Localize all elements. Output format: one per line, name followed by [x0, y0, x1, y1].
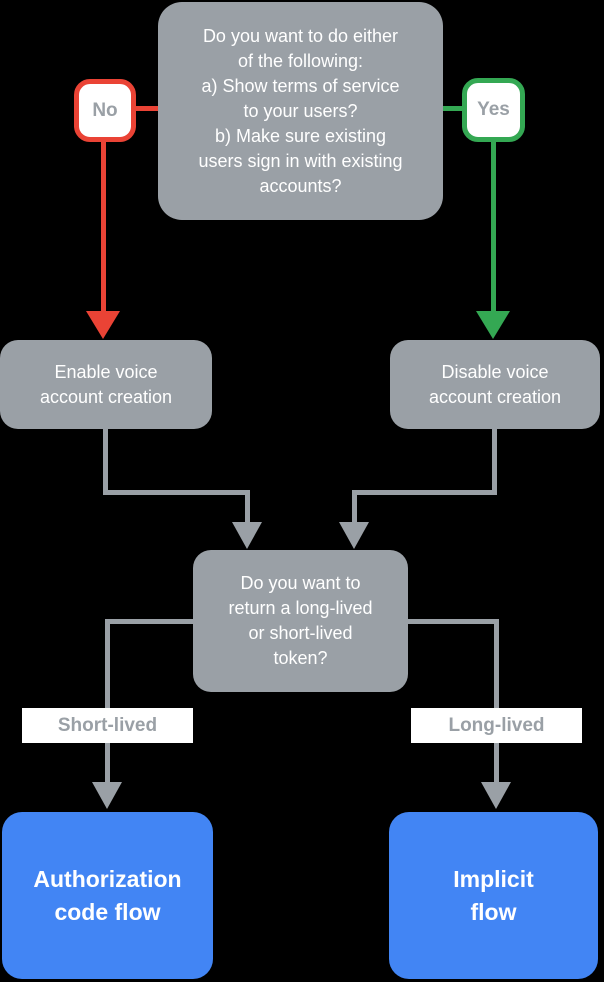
label-long-lived: Long-lived [411, 708, 582, 743]
node-disable-voice-account-creation: Disable voice account creation [390, 340, 600, 429]
edge-disable-down [492, 429, 497, 495]
edge-short-lived-vertical [105, 619, 110, 784]
node-disable-text: Disable voice account creation [428, 361, 562, 407]
arrowhead-down-red-icon [86, 311, 120, 339]
node-enable-voice-account-creation: Enable voice account creation [0, 340, 212, 429]
badge-yes: Yes [462, 78, 525, 142]
node-authorization-code-flow: Authorization code flow [2, 812, 213, 979]
node-question-token-text: Do you want to return a long-lived or sh… [228, 573, 373, 668]
arrowhead-down-gray-longlived-icon [481, 782, 511, 809]
arrowhead-down-gray-right-icon [339, 522, 369, 549]
edge-enable-down [103, 429, 108, 495]
node-authorization-code-flow-text: Authorization code flow [33, 865, 182, 925]
label-short-lived: Short-lived [22, 708, 193, 743]
edge-enable-across [103, 490, 250, 495]
edge-yes-vertical [491, 142, 496, 312]
arrowhead-down-gray-left-icon [232, 522, 262, 549]
label-long-lived-text: Long-lived [448, 714, 545, 736]
label-short-lived-text: Short-lived [57, 714, 158, 736]
badge-yes-label: Yes [477, 99, 510, 120]
edge-no-vertical [101, 142, 106, 312]
edge-enable-into-token [245, 490, 250, 523]
node-question-terms: Do you want to do either of the followin… [158, 2, 443, 220]
node-question-token: Do you want to return a long-lived or sh… [193, 550, 408, 692]
node-question-terms-text: Do you want to do either of the followin… [198, 25, 403, 196]
edge-yes-horizontal [443, 106, 462, 111]
edge-short-lived-horizontal [105, 619, 193, 624]
node-enable-text: Enable voice account creation [39, 361, 173, 407]
edge-no-horizontal [136, 106, 158, 111]
edge-long-lived-horizontal [408, 619, 498, 624]
badge-no-label: No [92, 99, 118, 121]
node-implicit-flow: Implicit flow [389, 812, 598, 979]
arrowhead-down-gray-shortlived-icon [92, 782, 122, 809]
edge-disable-into-token [352, 490, 357, 523]
edge-disable-across [352, 490, 497, 495]
node-implicit-flow-text: Implicit flow [453, 865, 534, 925]
badge-no: No [74, 79, 136, 142]
arrowhead-down-green-icon [476, 311, 510, 339]
edge-long-lived-vertical [494, 619, 499, 784]
